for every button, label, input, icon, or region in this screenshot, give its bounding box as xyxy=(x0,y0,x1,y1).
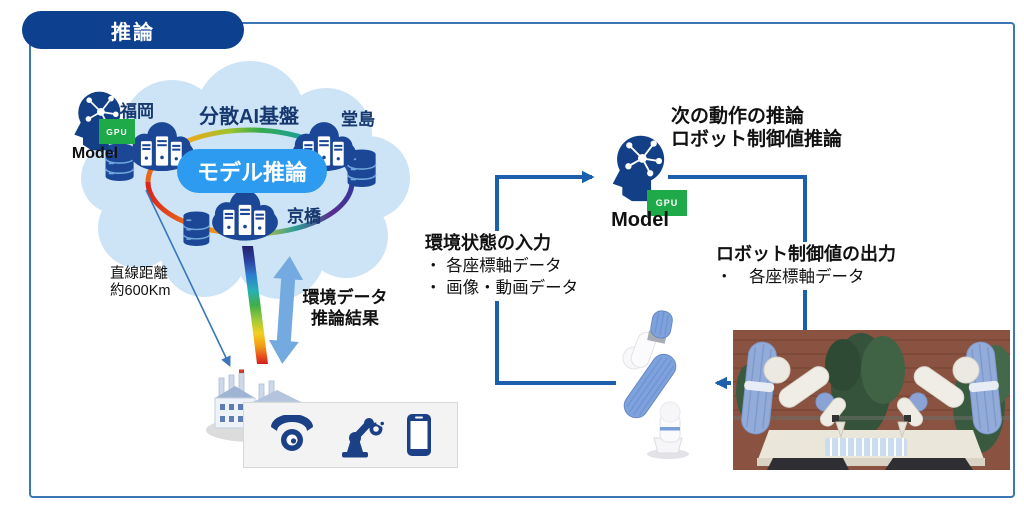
distance-arrow xyxy=(145,189,231,367)
robot-gpu-badge-label: GPU xyxy=(655,198,679,208)
model-inference-pill: モデル推論 xyxy=(177,149,327,193)
env-link-label-line1: 環境データ xyxy=(302,288,388,307)
input-block-bullet-1: ・ 各座標軸データ xyxy=(425,257,562,275)
next-action-heading: 次の動作の推論 ロボット制御値推論 xyxy=(671,105,842,151)
smartphone-icon xyxy=(406,414,431,456)
camera-icon xyxy=(270,415,313,451)
distance-note: 直線距離 約600Km xyxy=(110,266,170,300)
robot-model-label: Model xyxy=(611,209,669,231)
robot-arm-icon xyxy=(341,418,384,458)
input-block-bullet-2: ・ 画像・動画データ xyxy=(425,279,579,297)
distance-note-line2: 約600Km xyxy=(110,283,171,299)
robot-gpu-badge: GPU xyxy=(647,190,687,216)
edge-device-panel xyxy=(243,402,458,468)
next-action-heading-line1: 次の動作の推論 xyxy=(671,106,805,127)
input-block-title: 環境状態の入力 xyxy=(425,233,551,253)
inference-title-pill: 推論 xyxy=(22,11,244,49)
cloud-title: 分散AI基盤 xyxy=(199,106,299,128)
robot-arm-illustration xyxy=(622,310,689,459)
rainbow-data-stream xyxy=(242,246,268,364)
frame-border xyxy=(29,22,1015,498)
output-block: ロボット制御値の出力 ・ 各座標軸データ xyxy=(714,242,902,290)
distance-note-line1: 直線距離 xyxy=(110,266,168,282)
node-label-kyobashi: 京橋 xyxy=(287,207,321,226)
node-label-fukuoka: 福岡 xyxy=(120,102,154,121)
input-block: 環境状態の入力 ・ 各座標軸データ ・ 画像・動画データ xyxy=(423,231,585,301)
edge-gpu-badge-label: GPU xyxy=(106,126,128,137)
env-link-label-line2: 推論結果 xyxy=(311,309,379,328)
model-inference-label: モデル推論 xyxy=(196,160,307,185)
env-link-label: 環境データ 推論結果 xyxy=(293,287,397,329)
edge-model-label: Model xyxy=(71,145,119,162)
robot-model-head-icon xyxy=(612,135,665,202)
next-action-heading-line2: ロボット制御値推論 xyxy=(671,129,843,150)
inference-title: 推論 xyxy=(111,21,155,44)
output-block-title: ロボット制御値の出力 xyxy=(716,244,896,264)
output-block-bullet-1: ・ 各座標軸データ xyxy=(716,268,865,286)
robot-photo xyxy=(733,330,1010,470)
node-label-dojima: 堂島 xyxy=(341,110,375,129)
env-data-double-arrow xyxy=(268,256,304,364)
edge-gpu-badge: GPU xyxy=(99,119,135,144)
